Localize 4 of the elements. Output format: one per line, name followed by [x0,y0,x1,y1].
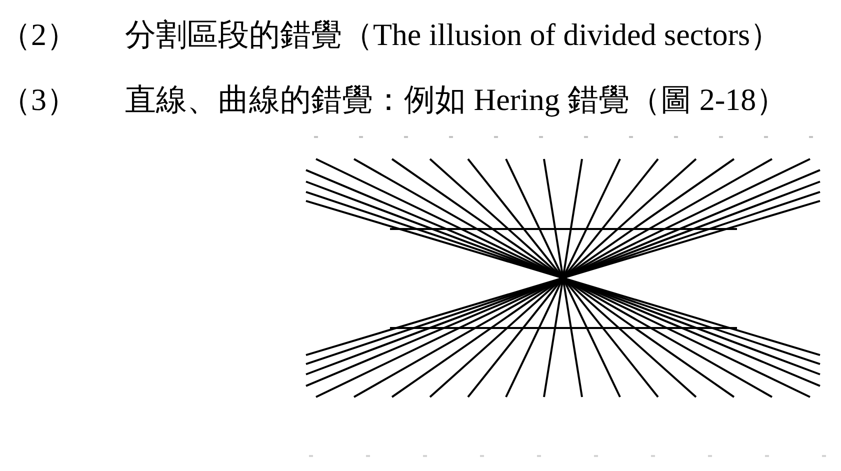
list-number: （3） [0,82,78,118]
list-item-text: 直線、曲線的錯覺：例如 Hering 錯覺（圖 2-18） [125,82,788,118]
list-item-text: 分割區段的錯覺（The illusion of divided sectors） [125,17,782,53]
list-number: （2） [0,17,78,53]
